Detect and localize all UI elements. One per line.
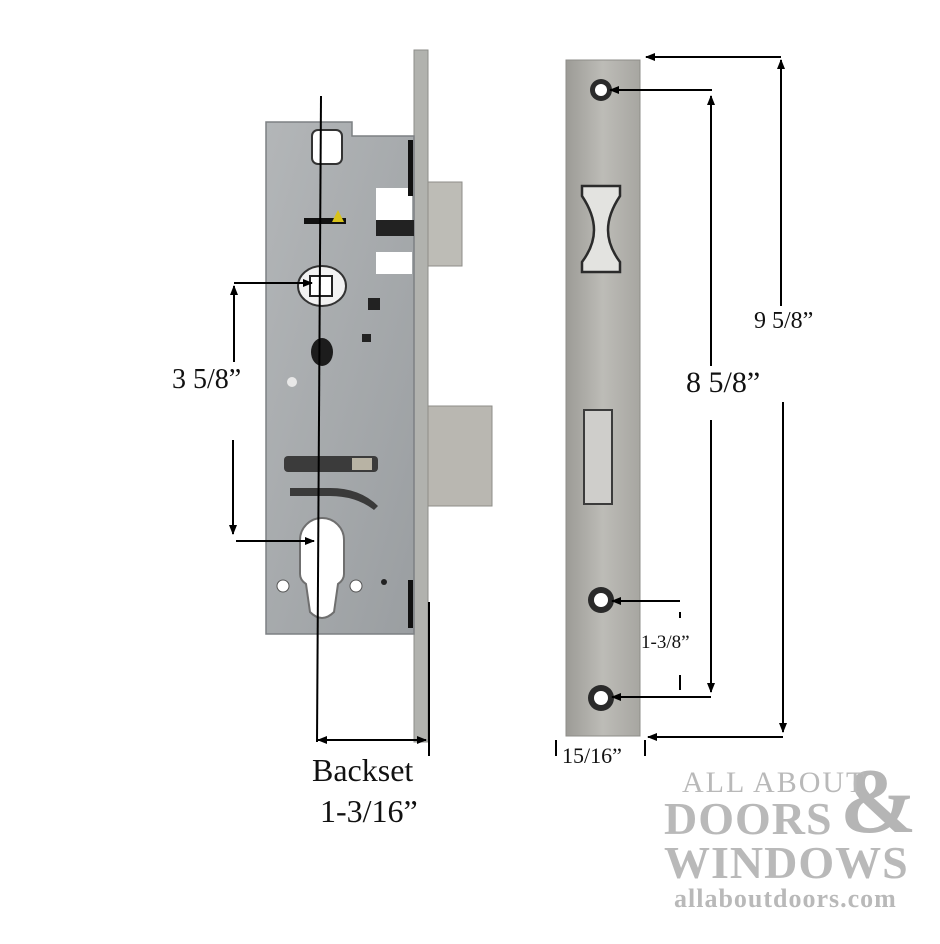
lock-dimension-lines: [229, 95, 430, 756]
logo-line-all-about: ALL ABOUT: [682, 766, 867, 799]
faceplate: [565, 59, 641, 737]
lock-forend: [413, 49, 429, 743]
latch-opening: [580, 184, 622, 274]
logo-line-windows: WINDOWS: [664, 837, 909, 888]
body-hole: [381, 579, 387, 585]
hole-spacing-dimension: 1-3/8”: [641, 632, 690, 653]
logo-ampersand: &: [840, 750, 917, 852]
deadbolt-opening: [583, 409, 613, 505]
logo-line-doors: DOORS: [664, 793, 833, 844]
body-hole: [362, 334, 371, 342]
hub-square: [309, 275, 333, 297]
mechanism-curve: [290, 488, 378, 510]
lever-bar: [304, 218, 346, 224]
backset-value: 1-3/16”: [320, 793, 418, 829]
latch-spring: [376, 220, 414, 236]
backset-label: Backset: [312, 752, 414, 788]
latch-window-lower: [376, 252, 412, 274]
lock-body: [265, 49, 493, 743]
screw-hole-bottom-inner: [594, 691, 608, 705]
overall-length-dimension: 9 5/8”: [754, 308, 814, 334]
faceplate-dimension-lines: [555, 53, 787, 756]
slot-pin: [352, 458, 372, 470]
body-hole: [276, 579, 290, 593]
hub-to-cylinder-dimension: 3 5/8”: [172, 364, 242, 395]
body-hole: [349, 579, 363, 593]
faceplate-width-dimension: 15/16”: [562, 743, 622, 768]
edge-rail: [408, 580, 413, 628]
edge-rail: [408, 140, 413, 196]
screw-hole-middle-inner: [594, 593, 608, 607]
warning-mark: [332, 210, 344, 222]
top-slot: [311, 129, 343, 165]
screw-hole-top-inner: [595, 84, 607, 96]
latch-window: [376, 188, 412, 222]
body-hole: [311, 338, 333, 366]
centerline: [316, 95, 322, 743]
logo-url: allaboutdoors.com: [674, 884, 897, 913]
faceplate-plate: [565, 59, 641, 737]
body-hole: [368, 298, 380, 310]
latch-bolt: [427, 181, 463, 267]
screw-span-dimension: 8 5/8”: [686, 366, 761, 399]
body-hole: [287, 377, 297, 387]
deadbolt: [427, 405, 493, 507]
